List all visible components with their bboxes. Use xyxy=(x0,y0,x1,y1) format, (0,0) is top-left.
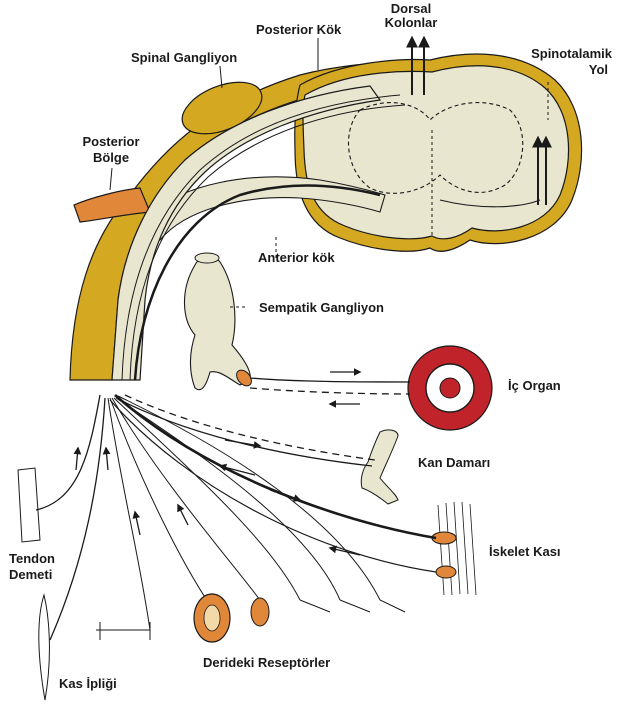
spindle-fiber xyxy=(50,398,105,640)
meissner-corpuscle xyxy=(251,598,269,626)
label-posterior-region-line1: Posterior xyxy=(78,134,144,149)
muscle-spindle xyxy=(39,595,50,700)
tendon-bundle xyxy=(18,468,40,542)
visceral-fibers xyxy=(250,372,410,404)
label-skin-receptors: Derideki Reseptörler xyxy=(203,655,330,670)
pacinian-core xyxy=(204,605,220,631)
internal-organ xyxy=(408,346,492,430)
label-tendon-bundle-line1: Tendon xyxy=(9,551,55,566)
label-skeletal-muscle: İskelet Kası xyxy=(489,544,561,559)
label-blood-vessel: Kan Damarı xyxy=(418,455,490,470)
blood-vessel xyxy=(361,430,398,504)
label-spinothalamic-line1: Spinotalamik xyxy=(516,46,612,61)
muscle-fibers xyxy=(110,395,436,572)
vascular-fibers xyxy=(120,395,375,475)
label-muscle-spindle: Kas İpliği xyxy=(59,676,117,691)
label-dorsal-columns-line1: Dorsal xyxy=(387,1,435,16)
label-anterior-root: Anterior kök xyxy=(258,250,335,265)
label-spinothalamic-line2: Yol xyxy=(516,62,608,77)
label-spinal-ganglion: Spinal Gangliyon xyxy=(131,50,237,65)
label-internal-organ: İç Organ xyxy=(508,378,561,393)
skin-receptor-arrows xyxy=(135,505,188,535)
tendon-fiber xyxy=(36,395,100,510)
label-tendon-bundle-line2: Demeti xyxy=(9,567,52,582)
label-sympathetic-ganglion: Sempatik Gangliyon xyxy=(259,300,384,315)
tendon-arrow xyxy=(76,448,78,470)
label-dorsal-columns-line2: Kolonlar xyxy=(376,15,446,30)
skeletal-muscle xyxy=(438,502,476,595)
spindle-arrow xyxy=(106,448,108,470)
sympathetic-ganglion-cap xyxy=(195,253,219,263)
label-posterior-region-line2: Bölge xyxy=(78,150,144,165)
label-posterior-root: Posterior Kök xyxy=(256,22,341,37)
